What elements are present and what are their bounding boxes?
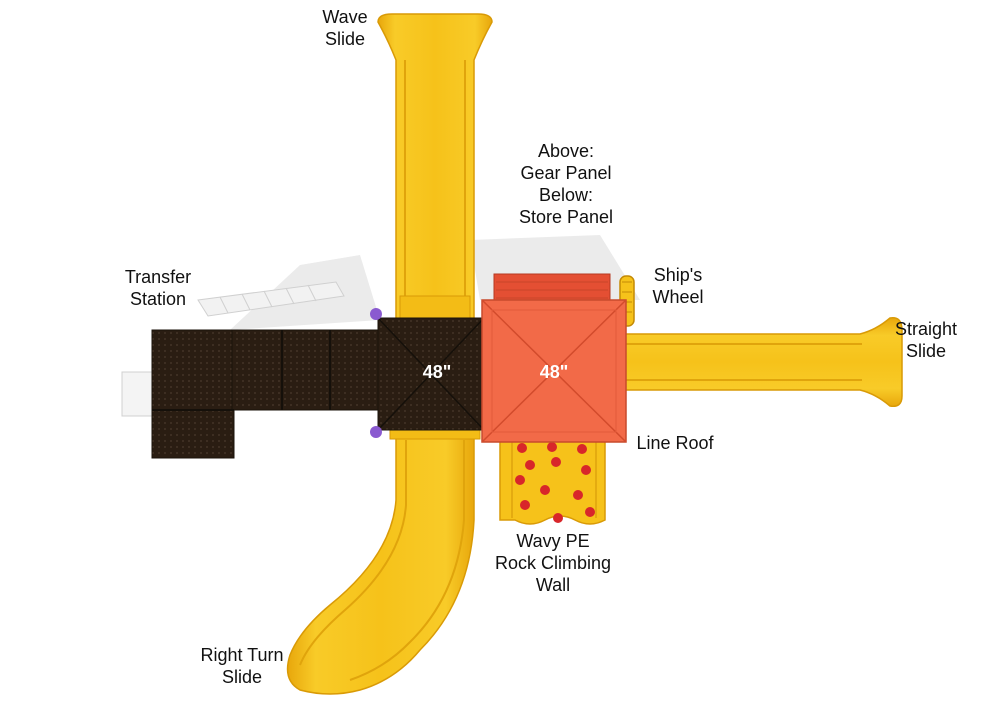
label-ships-wheel: Ship's Wheel — [640, 264, 716, 308]
wave-slide — [377, 13, 493, 323]
label-line: Slide — [324, 29, 366, 49]
label-straight-slide: Straight Slide — [884, 318, 968, 362]
straight-slide — [623, 317, 903, 408]
label-wave-slide: Wave Slide — [304, 6, 386, 50]
right-turn-slide — [286, 424, 481, 695]
label-right-turn-slide: Right Turn Slide — [190, 644, 294, 688]
label-line: Above: — [537, 141, 595, 161]
gear-store-panel — [493, 273, 611, 305]
label-line: Below: — [538, 185, 594, 205]
label-line-roof: Line Roof — [628, 432, 722, 454]
label-line: Transfer — [124, 267, 192, 287]
transfer-station-deck — [151, 329, 379, 459]
label-line: Wavy PE — [516, 531, 590, 551]
label-line: Slide — [221, 667, 263, 687]
label-line: Slide — [905, 341, 947, 361]
label-line: Straight — [894, 319, 958, 339]
rock-climbing-wall — [499, 439, 606, 525]
label-line: Line Roof — [636, 433, 714, 453]
label-line: Store Panel — [518, 207, 614, 227]
label-line: Gear Panel — [520, 163, 612, 183]
label-rock-wall: Wavy PE Rock Climbing Wall — [484, 530, 622, 596]
climbing-rocks — [515, 442, 595, 523]
label-line: Wave — [322, 7, 368, 27]
deck-height-left: 48" — [423, 362, 452, 382]
line-roof: 48" — [481, 299, 627, 443]
deck-left: 48" — [377, 317, 485, 431]
deck-height-roof: 48" — [540, 362, 569, 382]
label-line: Station — [129, 289, 187, 309]
label-transfer-station: Transfer Station — [108, 266, 208, 310]
label-line: Wall — [535, 575, 571, 595]
label-line: Ship's — [653, 265, 703, 285]
label-gear-store-panel: Above: Gear Panel Below: Store Panel — [500, 140, 632, 228]
deck-clips — [370, 308, 382, 438]
label-line: Rock Climbing — [494, 553, 612, 573]
label-line: Right Turn — [200, 645, 284, 665]
label-line: Wheel — [652, 287, 704, 307]
